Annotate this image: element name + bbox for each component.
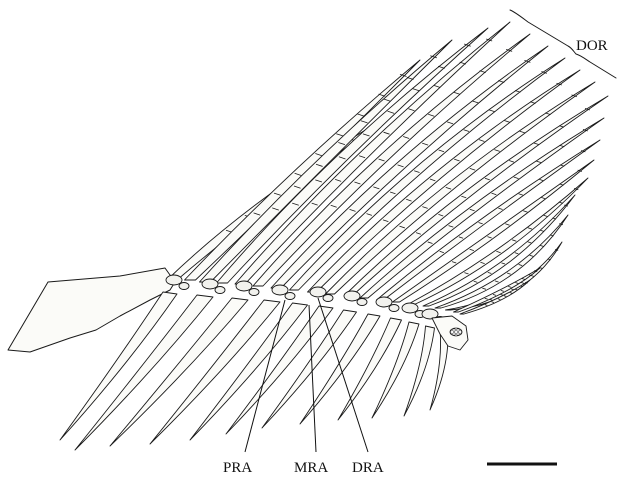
label-dra: DRA <box>352 460 384 476</box>
pterygiophore <box>372 322 419 418</box>
label-dor: DOR <box>576 38 608 54</box>
distal-radial <box>285 293 295 300</box>
distal-radial <box>323 295 333 302</box>
radial-cartilage <box>272 285 288 295</box>
fin-ray <box>200 40 453 282</box>
radial-cartilage <box>236 281 252 291</box>
distal-radial <box>215 287 225 294</box>
radial-cartilage <box>202 279 218 289</box>
radial-cartilage <box>376 297 392 307</box>
distal-radial <box>249 289 259 296</box>
radial-cartilage <box>310 287 326 297</box>
fin-rays <box>167 22 608 314</box>
radial-cartilage <box>166 275 182 285</box>
radial-cartilage <box>344 291 360 301</box>
fin-base-plate <box>8 268 175 352</box>
posterior-radial-nodule <box>450 328 462 336</box>
label-mra: MRA <box>294 460 328 476</box>
radial-cartilage <box>402 303 418 313</box>
distal-radial <box>389 305 399 312</box>
distal-radial <box>179 283 189 290</box>
label-pra: PRA <box>223 460 252 476</box>
distal-radial <box>357 299 367 306</box>
